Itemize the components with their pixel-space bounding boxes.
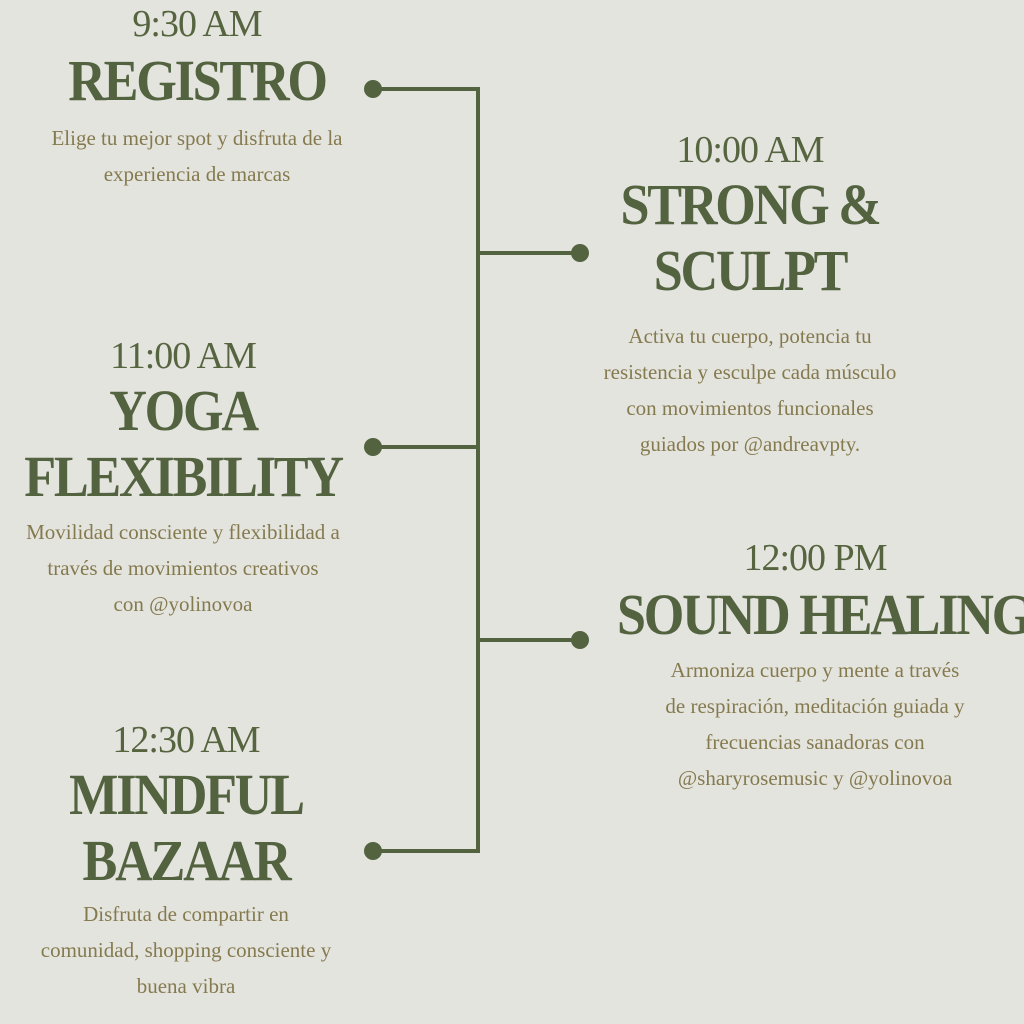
dot-registro (364, 80, 382, 98)
event-title: MINDFUL BAZAAR (69, 762, 305, 893)
dot-mindful-bazaar (364, 842, 382, 860)
event-yoga-flexibility: 11:00 AM YOGA FLEXIBILITY Movilidad cons… (0, 334, 383, 622)
event-description: Movilidad consciente y flexibilidad a tr… (26, 520, 340, 616)
dot-strong-sculpt (571, 244, 589, 262)
event-description: Elige tu mejor spot y disfruta de la exp… (51, 126, 343, 186)
event-title: REGISTRO (68, 48, 328, 113)
dot-yoga (364, 438, 382, 456)
event-time: 10:00 AM (676, 129, 824, 171)
event-strong-sculpt: 10:00 AM STRONG & SCULPT Activa tu cuerp… (540, 128, 960, 462)
timeline-spine (373, 87, 480, 853)
event-time: 11:00 AM (110, 335, 257, 377)
event-title: STRONG & SCULPT (620, 172, 881, 303)
event-description: Activa tu cuerpo, potencia tu resistenci… (603, 324, 897, 456)
event-title: YOGA FLEXIBILITY (24, 378, 344, 509)
event-title: SOUND HEALING (617, 582, 1024, 647)
event-registro: 9:30 AM REGISTRO Elige tu mejor spot y d… (0, 2, 397, 192)
event-time: 12:30 AM (112, 719, 260, 761)
event-time: 9:30 AM (132, 3, 262, 45)
dot-sound-healing (571, 631, 589, 649)
event-description: Armoniza cuerpo y mente a través de resp… (665, 658, 965, 790)
event-mindful-bazaar: 12:30 AM MINDFUL BAZAAR Disfruta de comp… (0, 718, 386, 1004)
event-time: 12:00 PM (743, 537, 888, 579)
event-sound-healing: 12:00 PM SOUND HEALING Armoniza cuerpo y… (595, 536, 1024, 796)
event-description: Disfruta de compartir en comunidad, shop… (40, 902, 332, 998)
